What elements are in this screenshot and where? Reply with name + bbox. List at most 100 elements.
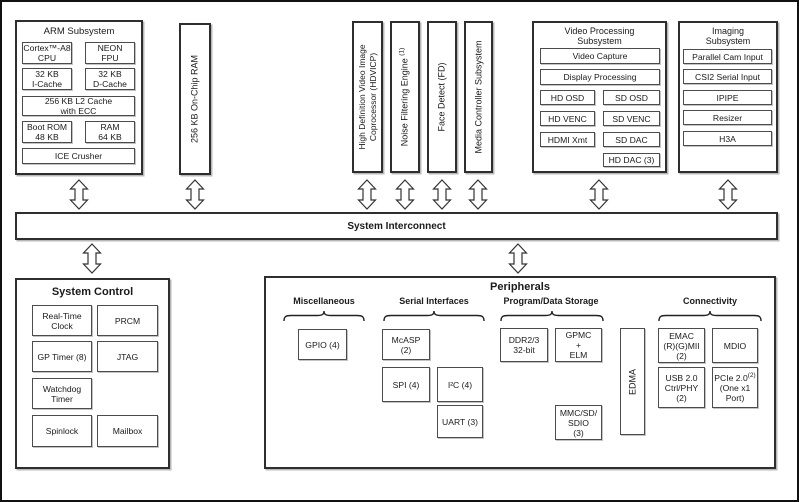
label-line: DDR2/3 — [508, 335, 540, 345]
group-label-connectivity: Connectivity — [682, 296, 737, 306]
hdvicp-block: High Definition Video Image Coprocessor … — [352, 21, 383, 173]
cortex-a8-cpu-cell: Cortex™-A8 CPU — [22, 42, 72, 64]
label-line: High Definition Video Image — [356, 44, 367, 150]
label-line: Video Capture — [572, 51, 628, 61]
label-line: SD VENC — [612, 113, 651, 124]
label-line: NEON — [97, 43, 123, 53]
gpmc-elm-cell: GPMC + ELM — [555, 328, 602, 362]
label-line: Boot ROM — [26, 122, 68, 132]
dcache-cell: 32 KB D-Cache — [85, 68, 135, 90]
label-line: CPU — [37, 53, 57, 63]
edma-cell: EDMA — [620, 328, 645, 435]
onchip-ram-block: 256 KB On-Chip RAM — [179, 23, 211, 175]
label-line: Parallel Cam Input — [692, 51, 763, 62]
label-line: MDIO — [723, 340, 747, 351]
bidir-arrow-peripherals — [508, 243, 528, 274]
label-line: (One x1 — [719, 382, 751, 393]
imaging-subsystem-box: Imaging Subsystem Parallel Cam Input CSI… — [678, 21, 778, 173]
label-line: Imaging — [711, 26, 745, 36]
mailbox-cell: Mailbox — [97, 415, 158, 447]
brace-serial-interfaces — [383, 310, 485, 322]
hd-dac-cell: HD DAC (3) — [603, 153, 660, 167]
label-line: SD DAC — [615, 134, 648, 145]
label-line: I²C (4) — [447, 379, 473, 390]
sd-osd-cell: SD OSD — [603, 90, 660, 105]
l2-cache-cell: 256 KB L2 Cache with ECC — [22, 96, 135, 116]
label-line: Video Processing — [564, 26, 635, 36]
spinlock-cell: Spinlock — [32, 415, 92, 447]
gpio-cell: GPIO (4) — [298, 329, 347, 360]
system-control-title: System Control — [51, 286, 134, 298]
resizer-cell: Resizer — [683, 110, 772, 125]
bidir-arrow-imaging — [718, 179, 738, 210]
mcasp-cell: McASP (2) — [382, 329, 430, 360]
ipipe-cell: IPIPE — [683, 90, 772, 105]
display-processing-cell: Display Processing — [540, 69, 660, 85]
bidir-arrow-hdvicp — [357, 179, 377, 210]
bidir-arrow-fd — [432, 179, 452, 210]
footnote-sup: (2) — [747, 371, 756, 379]
label-line: Subsystem — [705, 36, 751, 46]
edma-label: EDMA — [627, 368, 637, 395]
label-line: HD VENC — [548, 113, 587, 124]
label-line: HDMI Xmt — [547, 134, 588, 145]
label-line: PCIe 2.0(2) — [714, 371, 756, 383]
label-line: 256 KB L2 Cache — [44, 96, 113, 106]
csi2-serial-input-cell: CSI2 Serial Input — [683, 69, 772, 84]
label-line: Watchdog — [42, 383, 82, 394]
group-label-miscellaneous: Miscellaneous — [293, 296, 355, 306]
footnote-sup: (1) — [398, 47, 406, 56]
label-line: McASP — [391, 334, 421, 345]
label-line: Display Processing — [563, 72, 637, 82]
label-line: Mailbox — [112, 426, 143, 436]
icache-cell: 32 KB I-Cache — [22, 68, 72, 90]
bidir-arrow-mcs — [468, 179, 488, 210]
label-line: RAM — [100, 122, 120, 132]
system-interconnect-bar: System Interconnect — [15, 212, 778, 240]
label-line: (2) — [676, 350, 687, 361]
label-line: Spinlock — [45, 426, 79, 436]
label-line: 32 KB — [35, 69, 59, 79]
label-line: (3) — [573, 427, 584, 438]
label-line: Subsystem — [577, 36, 622, 46]
prcm-cell: PRCM — [97, 305, 158, 336]
label-line: (2) — [676, 392, 687, 403]
uart-cell: UART (3) — [437, 405, 483, 438]
label-line: ELM — [569, 350, 588, 360]
usb-cell: USB 2.0 Ctrl/PHY (2) — [658, 367, 705, 408]
hdmi-xmt-cell: HDMI Xmt — [540, 132, 595, 147]
hd-osd-cell: HD OSD — [540, 90, 595, 105]
sd-dac-cell: SD DAC — [603, 132, 660, 147]
ddr-cell: DDR2/3 32-bit — [500, 328, 548, 362]
label-line: (R)(G)MII — [663, 340, 700, 351]
label-line: SD OSD — [615, 92, 648, 103]
group-label-program-data-storage: Program/Data Storage — [503, 296, 599, 306]
label-line: USB 2.0 — [665, 372, 698, 383]
bidir-arrow-onchip-ram — [185, 179, 205, 210]
video-capture-cell: Video Capture — [540, 48, 660, 64]
label-line: GP Timer (8) — [37, 351, 87, 362]
jtag-cell: JTAG — [97, 341, 158, 372]
onchip-ram-label: 256 KB On-Chip RAM — [189, 54, 200, 144]
label-line: Resizer — [712, 112, 743, 123]
label-line: (2) — [400, 344, 412, 355]
label-line: Timer — [51, 393, 73, 404]
label-line: Ctrl/PHY — [664, 382, 699, 393]
group-label-serial-interfaces: Serial Interfaces — [399, 296, 469, 306]
brace-program-data-storage — [500, 310, 604, 322]
watchdog-timer-cell: Watchdog Timer — [32, 378, 92, 409]
face-detect-label: Face Detect (FD) — [436, 62, 447, 132]
label-line: MMC/SD/ — [559, 407, 598, 418]
label-line: Coprocessor (HDVICP) — [367, 52, 378, 142]
video-processing-box: Video Processing Subsystem Video Capture… — [532, 21, 667, 173]
brace-connectivity — [658, 310, 762, 322]
label-line: Port) — [725, 392, 745, 403]
gp-timer-cell: GP Timer (8) — [32, 341, 92, 372]
label-line: 32 KB — [98, 69, 122, 79]
real-time-clock-cell: Real-Time Clock — [32, 305, 92, 336]
label-line: FPU — [101, 53, 119, 63]
mdio-cell: MDIO — [712, 328, 758, 363]
label-line: Cortex™-A8 — [23, 43, 71, 53]
bidir-arrow-arm — [69, 179, 89, 210]
